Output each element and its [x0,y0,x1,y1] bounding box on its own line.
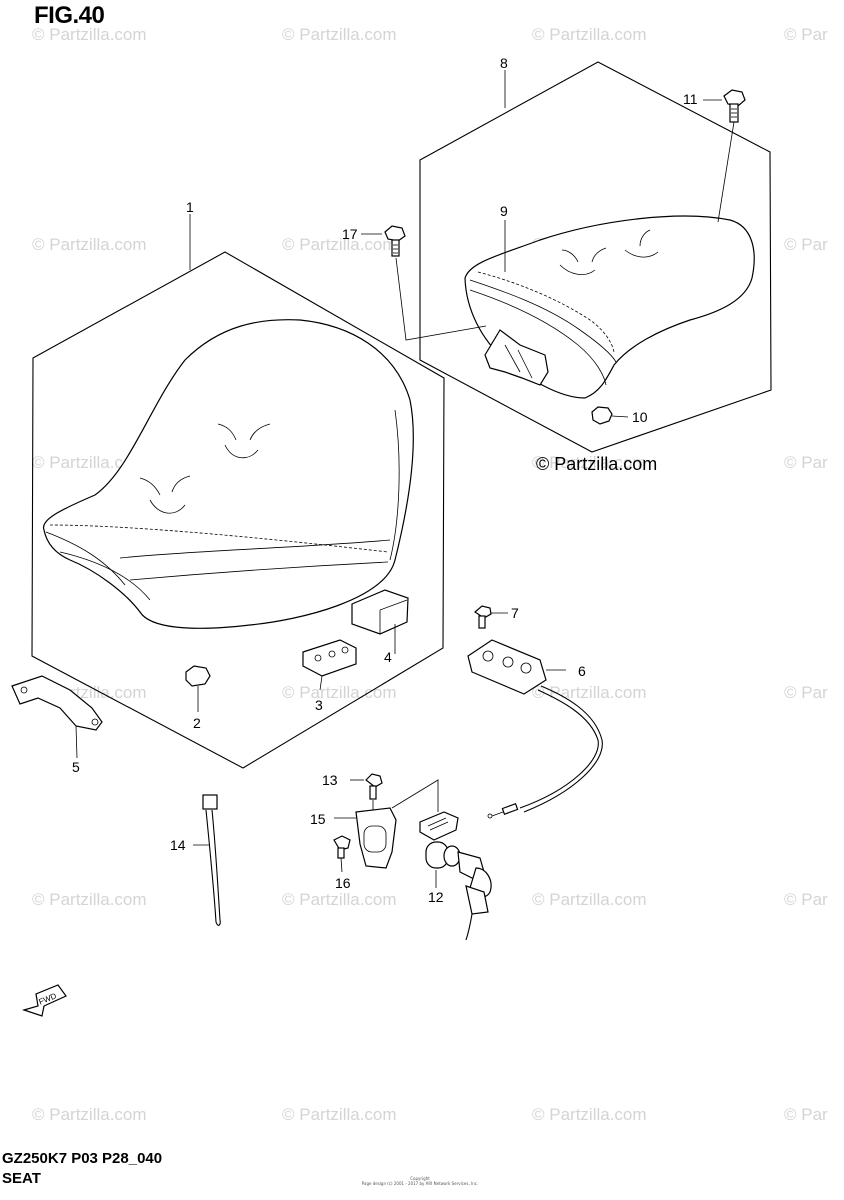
callout-leaders [189,70,506,654]
fwd-arrow-icon: FWD [21,984,67,1017]
callout-1: 1 [186,199,194,215]
callout-12: 12 [428,889,444,905]
callout-11: 11 [683,91,698,107]
callout-8: 8 [500,55,508,71]
watermark-text: © Partzilla.com [32,890,147,909]
main-seat-drawing [42,319,414,629]
small-copyright: Copyright Page design (c) 2001 - 2017 by… [300,1176,540,1186]
watermark-text: © Partzilla.com [32,25,147,44]
callout-2: 2 [193,715,201,731]
main-seat-group-box [31,251,445,769]
lock-plate-6-drawing [467,639,603,819]
callout-6: 6 [578,663,586,679]
bolt-17-drawing [361,225,487,341]
watermark-text: © Partzilla.com [532,1105,647,1124]
callout-13: 13 [322,772,338,788]
watermark-text: © Partzilla.com [32,453,147,472]
callouts: 8 11 1 9 17 10 7 4 6 3 2 5 13 15 14 16 1… [72,55,698,905]
callout-5: 5 [72,759,80,775]
callout-3: 3 [315,697,323,713]
watermark-text: © Partzilla.com [532,453,647,472]
cushion-4-drawing [351,589,409,648]
credit-watermark: © Partzilla.com [536,454,657,474]
watermark-text: © Partzilla.com [282,890,397,909]
screw-7-drawing [474,605,508,629]
watermark-edge-text: © Par [784,1105,828,1124]
watermark-text: © Partzilla.com [32,1105,147,1124]
watermark-edge-text: © Par [784,890,828,909]
watermark-text: © Partzilla.com [282,683,397,702]
pillion-seat-group-box [419,61,772,453]
watermark-text: © Partzilla.com [282,25,397,44]
callout-7: 7 [511,605,519,621]
nut-10-drawing [591,406,629,425]
watermark-edge-text: © Par [784,25,828,44]
seat-lock-12-drawing [419,811,492,941]
bolt-11-drawing [703,89,746,223]
callout-4: 4 [384,649,392,665]
watermark-text: © Partzilla.com [532,683,647,702]
cable-tie-14-drawing [193,794,221,926]
callout-15: 15 [310,811,326,827]
watermark-edge-text: © Par [784,453,828,472]
bolt-16-drawing [333,835,351,873]
callout-16: 16 [335,875,351,891]
section-name: SEAT [2,1170,41,1187]
small-copyright-line-1: Copyright [410,1176,430,1181]
figure-title: FIG.40 [34,2,105,29]
watermark-text: © Partzilla.com [532,25,647,44]
pillion-seat-drawing [464,215,755,399]
small-copyright-line-2: Page design (c) 2001 - 2017 by ARI Netwo… [361,1181,479,1186]
nut-2-drawing [185,665,211,712]
watermark-text: © Partzilla.com [282,235,397,254]
cushion-3-drawing [302,639,357,691]
callout-9: 9 [500,203,508,219]
watermark-text: © Partzilla.com [32,235,147,254]
callout-10: 10 [632,409,648,425]
watermark-text: © Partzilla.com [282,1105,397,1124]
bracket-5-drawing [11,675,103,759]
bolt-13-drawing [350,773,383,812]
callout-17: 17 [342,226,358,242]
callout-14: 14 [170,837,186,853]
watermark-edge-text: © Par [784,235,828,254]
watermark-edge-text: © Par [784,683,828,702]
bracket-15-drawing [334,779,439,869]
watermark-text: © Partzilla.com [532,890,647,909]
model-code: GZ250K7 P03 P28_040 [2,1150,163,1167]
